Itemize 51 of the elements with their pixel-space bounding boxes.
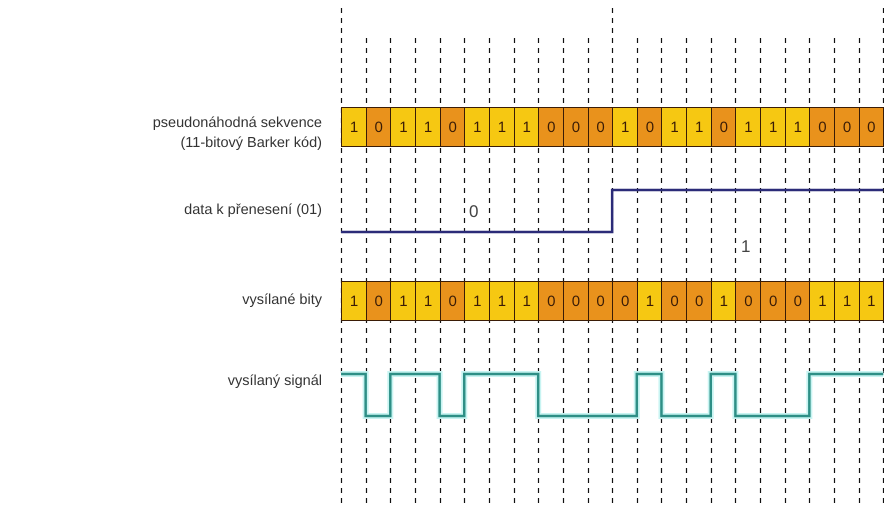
bit-cell: 1 bbox=[784, 107, 811, 147]
bit-cell: 0 bbox=[588, 107, 614, 147]
bit-cell: 1 bbox=[488, 107, 516, 147]
bit-cell: 0 bbox=[366, 281, 392, 321]
row-label: vysílaný signál bbox=[228, 374, 322, 388]
bit-cell: 0 bbox=[562, 107, 589, 147]
bit-cell: 1 bbox=[390, 281, 416, 321]
bit-cell: 1 bbox=[710, 281, 737, 321]
row-label: (11-bitový Barker kód) bbox=[180, 136, 322, 150]
bit-cell: 0 bbox=[686, 281, 712, 321]
bit-cell: 0 bbox=[661, 281, 688, 321]
bit-cell: 1 bbox=[514, 281, 540, 321]
bit-cell: 0 bbox=[710, 107, 737, 147]
row-label: data k přenesení (01) bbox=[184, 203, 322, 218]
bit-cell: 0 bbox=[440, 107, 466, 147]
bit-cell: 1 bbox=[414, 107, 442, 147]
bit-cell: 1 bbox=[834, 281, 860, 321]
bit-cell: 0 bbox=[538, 107, 564, 147]
bit-cell: 1 bbox=[488, 281, 516, 321]
bit-cell: 1 bbox=[809, 281, 836, 321]
bit-cell: 0 bbox=[784, 281, 811, 321]
bit-cell: 1 bbox=[612, 107, 638, 147]
bit-cell: 1 bbox=[760, 107, 786, 147]
bit-cell: 1 bbox=[390, 107, 416, 147]
bit-cell: 0 bbox=[440, 281, 466, 321]
row-label: vysílané bity bbox=[242, 293, 322, 308]
bit-cell: 1 bbox=[636, 281, 663, 321]
bit-cell: 0 bbox=[538, 281, 564, 321]
bit-cell: 0 bbox=[858, 107, 884, 147]
bit-cell: 0 bbox=[636, 107, 663, 147]
bit-cell: 1 bbox=[341, 281, 368, 321]
bit-cell: 1 bbox=[858, 281, 884, 321]
bit-cell: 1 bbox=[514, 107, 540, 147]
row-label: pseudonáhodná sekvence bbox=[152, 116, 322, 130]
bit-cell: 0 bbox=[588, 281, 614, 321]
bit-cell: 0 bbox=[612, 281, 638, 321]
bit-cell: 0 bbox=[809, 107, 836, 147]
bit-cell: 1 bbox=[341, 107, 368, 147]
bit-cell: 0 bbox=[735, 281, 762, 321]
bit-cell: 1 bbox=[414, 281, 442, 321]
bit-cell: 0 bbox=[760, 281, 786, 321]
bit-cell: 0 bbox=[366, 107, 392, 147]
bit-cell: 1 bbox=[464, 107, 490, 147]
bit-cell: 0 bbox=[834, 107, 860, 147]
bit-cell: 1 bbox=[686, 107, 712, 147]
bit-cell: 1 bbox=[661, 107, 688, 147]
bit-cell: 0 bbox=[562, 281, 589, 321]
bit-value: 1 bbox=[741, 238, 750, 255]
bit-cell: 1 bbox=[464, 281, 490, 321]
bit-cell: 1 bbox=[735, 107, 762, 147]
bit-value: 0 bbox=[469, 203, 478, 220]
